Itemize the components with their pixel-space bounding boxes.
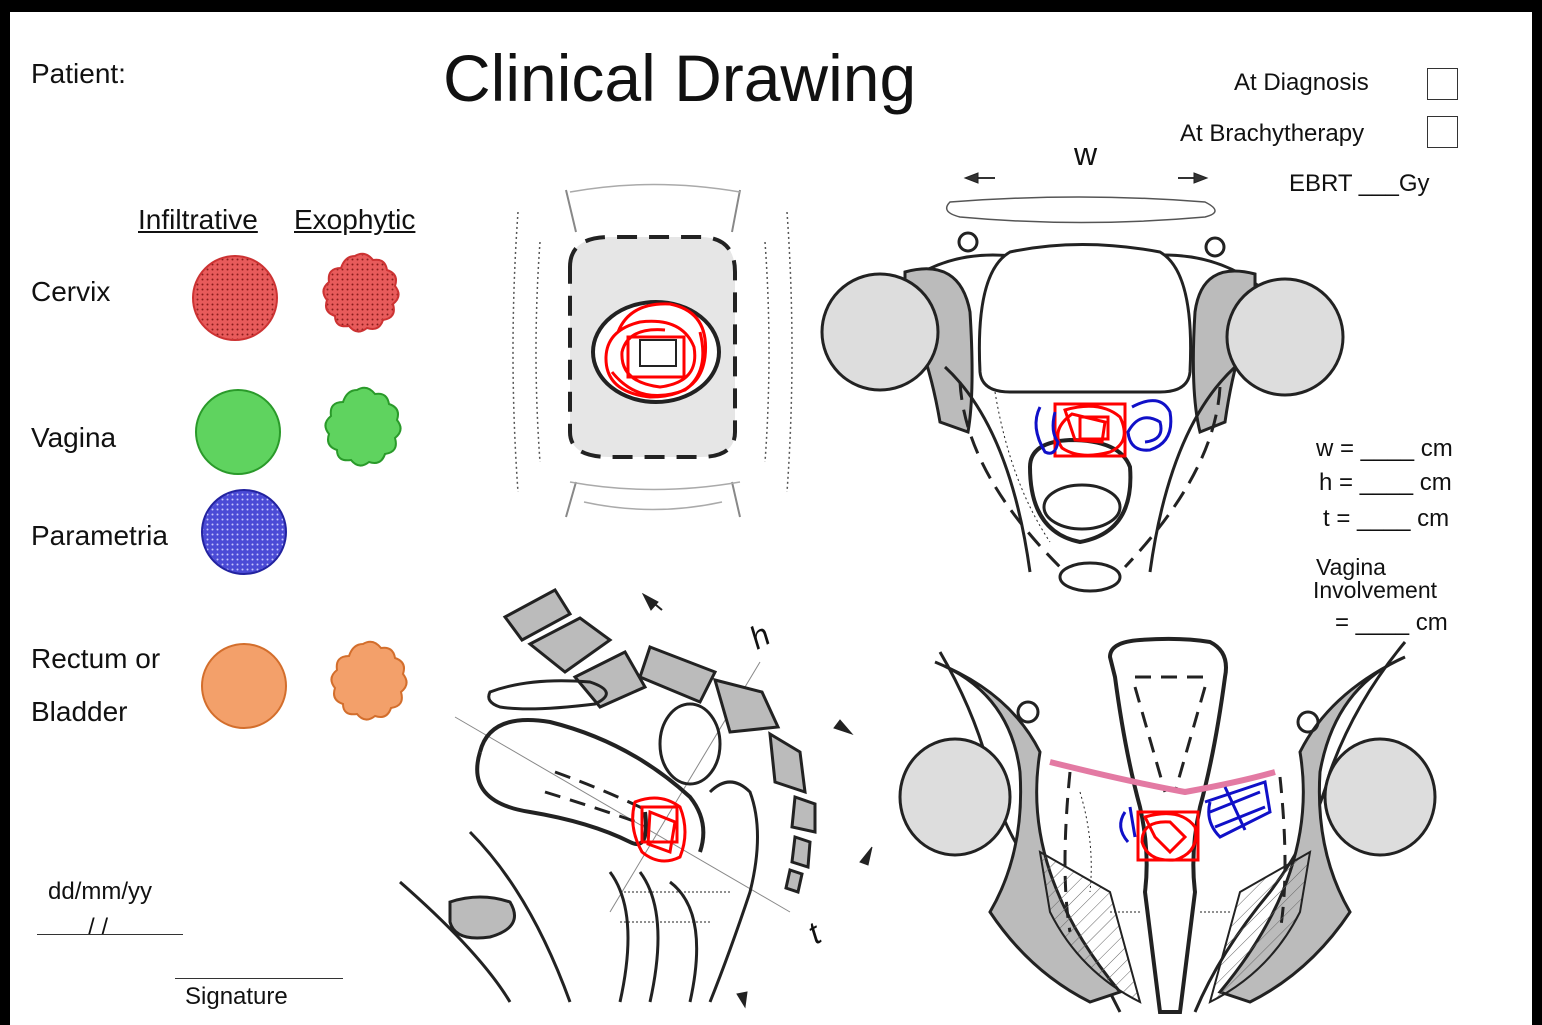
pelvis-axial-view: [822, 173, 1343, 591]
legend-rectum-infiltrative-swatch: [202, 644, 286, 728]
legend-rectum-exophytic-swatch: [331, 642, 406, 720]
legend-cervix-exophytic-swatch: [323, 254, 398, 332]
clinical-drawing-sheet: Patient: Clinical Drawing At Diagnosis A…: [10, 12, 1532, 1025]
legend-vagina-infiltrative-swatch: [196, 390, 280, 474]
legend-vagina-exophytic-swatch: [325, 388, 400, 466]
anatomy-drawings: [10, 12, 1532, 1025]
cervix-frontal-view: [513, 185, 792, 518]
pelvis-coronal-view: [900, 639, 1435, 1012]
legend-cervix-infiltrative-swatch: [193, 256, 277, 340]
pelvis-sagittal-view: [400, 590, 872, 1007]
legend-parametria-swatch: [202, 490, 286, 574]
